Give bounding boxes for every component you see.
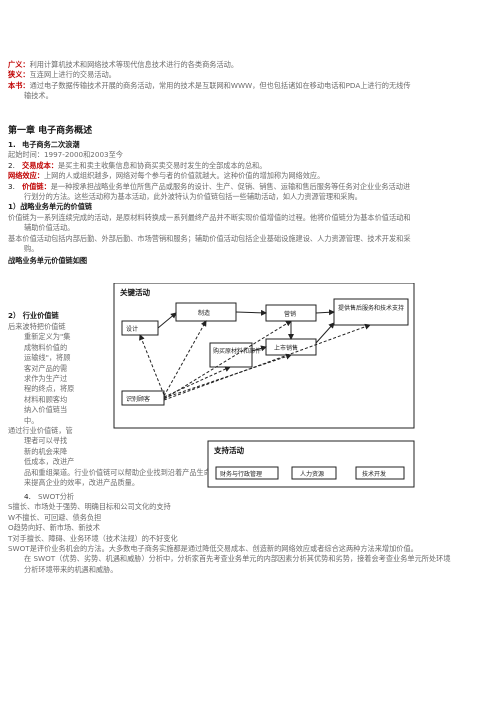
box-design-label: 设计 [126, 325, 138, 333]
def-text: 通过电子数据传输技术开展的商务活动，常用的技术是互联网和WWW，但也包括诸如在移… [29, 80, 411, 90]
text-line: 通过行业价值链，管 [8, 426, 73, 436]
swot-opportunities: O趋势向好、新市场、新技术 [8, 523, 100, 533]
section-title: 电子商务二次浪潮 [22, 140, 80, 149]
sub-2-heading: 2） 行业价值链 [8, 311, 59, 320]
def-book-cont: 输技术。 [24, 91, 53, 101]
box-identify-customer-label: 识别顾客 [126, 395, 150, 403]
arrow [157, 312, 177, 329]
section-number: 4. [24, 492, 31, 501]
box-finance-admin [215, 466, 279, 480]
swot-paragraph-cont: 在 SWOT（优势、劣势、机遇和威胁）分析中，分析家首先考查业务单元的内部因素分… [24, 554, 451, 564]
box-purchase-label: 购买原材料和部件 [213, 347, 261, 355]
intro-definitions: 广义：利用计算机技术和网络技术等现代信息技术进行的各类商务活动。 狭义：互连网上… [8, 60, 490, 102]
customer-feedback-lines [139, 320, 371, 401]
text-line: 重新定义为"集 [24, 332, 71, 342]
section-4-heading: 4. SWOT分析 [8, 492, 490, 502]
swot-threats: T对手擅长、障碍、业务环境（技术法规）的不好变化 [8, 533, 178, 543]
box-after-sales [333, 298, 409, 326]
figure-caption: 战略业务单元价值链如图 [8, 256, 88, 266]
text-line: 运输线"，将顾 [24, 353, 71, 363]
arrow [235, 309, 267, 316]
box-tech-dev [355, 466, 405, 480]
def-term: 狭义： [8, 70, 30, 80]
key-activities-title: 关键活动 [120, 287, 150, 297]
value-chain-diagram: 关键活动 设计 制造 购买原材料和部件 营销 上市销售 提供售后服务和技术支持 … [113, 283, 415, 488]
box-tech-dev-label: 技术开发 [362, 470, 386, 478]
box-marketing-label: 营销 [284, 310, 296, 318]
def-broad: 广义：利用计算机技术和网络技术等现代信息技术进行的各类商务活动。 [8, 60, 490, 70]
text-line: 中。 [24, 415, 39, 425]
box-finance-admin-label: 财务与行政管理 [220, 470, 262, 478]
text-line: 材料和顾客均 [24, 394, 68, 404]
text-line: 新的机会来降 [24, 446, 68, 456]
box-hr [291, 466, 337, 480]
arrow [315, 322, 335, 344]
section-number: 3. [8, 181, 15, 191]
sub-1-para-1-cont: 辅助价值活动。 [24, 223, 75, 233]
term-text: 是一种按承担战略业务单位所售产品或服务的设计、生产、促销、销售、运输和售后服务等… [50, 181, 411, 191]
swot-paragraph: SWOT是评价业务机会的方法。大多数电子商务实施都是通过降低交易成本、创造新的网… [8, 544, 418, 554]
swot-weaknesses: W不擅长、可回避、债务负担 [8, 512, 102, 522]
box-purchase [209, 342, 253, 368]
def-term: 广义： [8, 60, 30, 69]
sub-2-wrapped-text: 后来波特把价值链 重新定义为"集 成物料价值的 运输线"，将顾 客对产品的需 求… [8, 322, 92, 468]
network-effect: 网络效应：上网的人或组织越多，网络对每个参与者的价值就越大。这种价值的增加称为网… [8, 171, 490, 181]
section-title: SWOT分析 [38, 492, 75, 501]
section-number: 1. [8, 140, 16, 149]
box-hr-label: 人力资源 [300, 470, 324, 478]
section-3: 3. 价值链：是一种按承担战略业务单位所售产品或服务的设计、生产、促销、销售、运输… [8, 182, 490, 192]
term-text: 上网的人或组织越多，网络对每个参与者的价值就越大。这种价值的增加称为网络效应。 [43, 171, 325, 181]
text-line: 低成本，改进产 [24, 457, 75, 467]
sub-1-heading: 1）战略业务单元的价值链 [8, 202, 93, 212]
sub-1-para-2: 基本价值活动包括内部后勤、外部后勤、市场营销和服务；辅助价值活动包括企业基础设施… [8, 233, 411, 243]
term: 交易成本： [22, 160, 58, 170]
chapter-body: 1. 电子商务二次浪潮 起始时间：1997-2000和2003至今 2. 交易成本：… [8, 140, 490, 267]
text-line: 后来波特把价值链 [8, 322, 66, 331]
box-sales-label: 上市销售 [274, 344, 298, 352]
text-line: 来提高企业的效率，改进产品质量。 [24, 478, 140, 488]
sub-1-para-2-cont: 购。 [24, 244, 39, 254]
def-text: 利用计算机技术和网络技术等现代信息技术进行的各类商务活动。 [29, 60, 239, 69]
text-line: 纳入价值链当 [24, 405, 68, 415]
sub-1-para-1: 价值链为一系列连续完成的活动，是原材料转换成一系列最终产品并不断实现价值增值的过… [8, 212, 411, 222]
start-time-line: 起始时间：1997-2000和2003至今 [8, 150, 123, 160]
def-term: 本书： [8, 80, 30, 90]
swot-strengths: S擅长、市场处于强势、明确目标和公司文化的支持 [8, 502, 171, 512]
text-line: 程的终点，将原 [24, 384, 75, 394]
chapter-title: 第一章 电子商务概述 [8, 126, 93, 136]
section-2: 2. 交易成本：是买主和卖主收集信息和协商买卖交易时发生的全部成本的总和。 [8, 161, 490, 171]
def-text: 互连网上进行的交易活动。 [29, 70, 116, 80]
term: 价值链： [22, 181, 51, 191]
support-activities-title: 支持活动 [213, 445, 244, 455]
swot-paragraph-cont: 分析环境带来的机遇和威胁。 [24, 564, 118, 574]
def-narrow: 狭义：互连网上进行的交易活动。 [8, 70, 490, 80]
term: 网络效应： [8, 171, 44, 181]
arrow [251, 345, 267, 352]
section-3-cont: 行划分的方法。这些活动称为基本活动，此外波特认为价值链包括一些辅助活动，如人力资… [24, 192, 362, 202]
swot-section: 4. SWOT分析 S擅长、市场处于强势、明确目标和公司文化的支持 W不擅长、可回… [8, 492, 490, 575]
text-line: 理者可以寻找 [24, 436, 68, 446]
section-1-heading: 1. 电子商务二次浪潮 [8, 140, 490, 150]
text-line: 成物料价值的 [24, 342, 68, 352]
box-after-sales-label: 提供售后服务和技术支持 [338, 304, 404, 312]
box-manufacture-label: 制造 [198, 309, 210, 317]
section-number: 2. [8, 160, 15, 170]
arrow [315, 309, 335, 316]
text-line: 求作为生产过 [24, 374, 68, 384]
def-book: 本书：通过电子数据传输技术开展的商务活动，常用的技术是互联网和WWW，但也包括诸… [8, 81, 490, 91]
text-line: 客对产品的需 [24, 363, 68, 373]
term-text: 是买主和卖主收集信息和协商买卖交易时发生的全部成本的总和。 [57, 160, 267, 170]
